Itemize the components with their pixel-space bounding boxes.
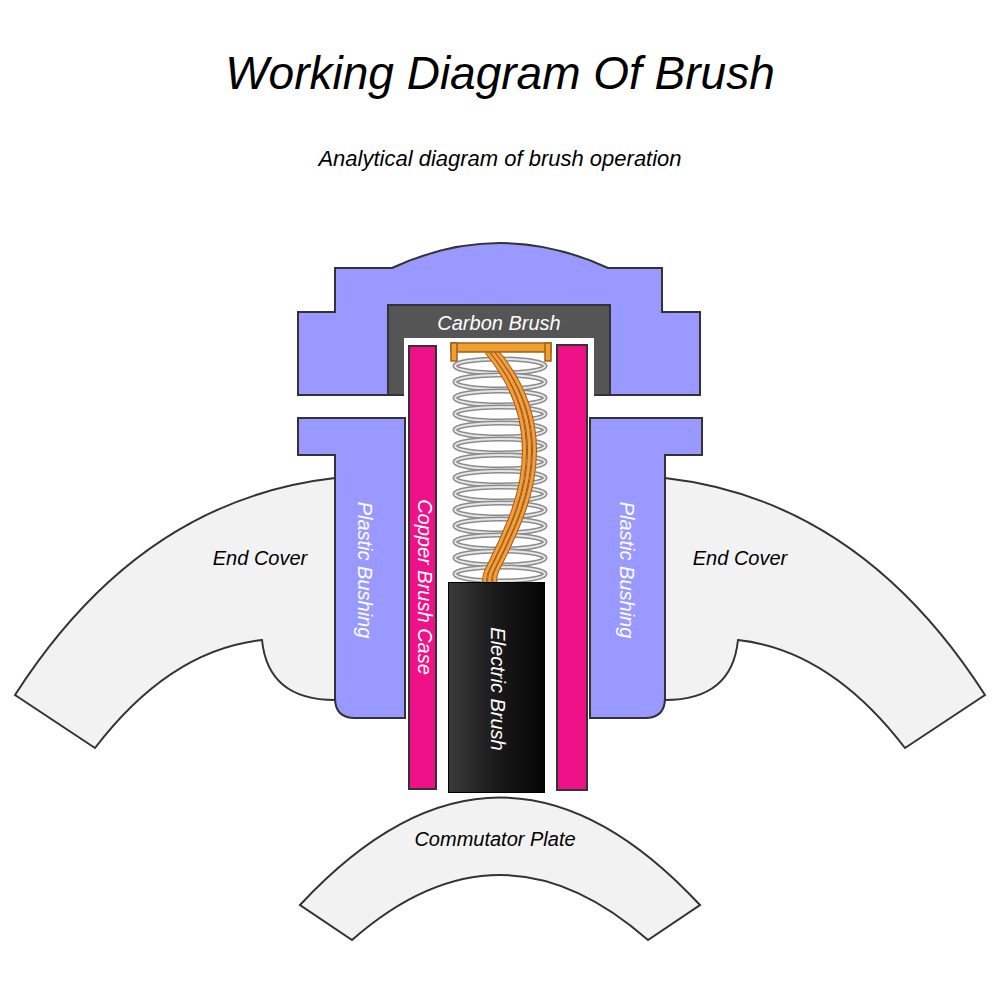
part-label: Plastic Bushing [354, 502, 376, 639]
spring-coil-shine [455, 519, 545, 533]
carbon-brush: Carbon Brush [404, 306, 594, 338]
spring-coil [455, 391, 545, 405]
spring-cap-lip [451, 343, 457, 361]
wire-strand [495, 352, 535, 584]
part-label: End Cover [213, 547, 308, 569]
plastic-bushing: Plastic Bushing [590, 455, 660, 700]
spring-coil [455, 375, 545, 389]
spring-cap [451, 343, 551, 352]
electric-brush: Electric Brush [448, 582, 545, 793]
end-cover-shape [15, 478, 335, 748]
end-cover: End Cover [15, 478, 335, 748]
wire-strand [495, 352, 535, 584]
spring-coil-shine [455, 503, 545, 517]
part-label: Copper Brush Case [414, 499, 436, 675]
spring-coil-shine [455, 391, 545, 405]
copper-case-right [557, 345, 587, 790]
spring-cap-lip [545, 343, 551, 361]
end-cover-outline [15, 478, 335, 748]
braided-wire [485, 352, 535, 584]
commutator-plate-outline [300, 795, 700, 945]
end-cover-outline [665, 478, 985, 748]
diagram-caption: Analytical diagram of brush operation [0, 146, 1000, 172]
end-cover: End Cover [665, 478, 985, 748]
spring-coil [455, 519, 545, 533]
spring-coil-shine [455, 375, 545, 389]
part-label: End Cover [693, 547, 788, 569]
spring-coil [455, 503, 545, 517]
part-label: Plastic Bushing [616, 502, 638, 639]
commutator-plate-shape [300, 798, 700, 941]
end-cover-shape [665, 478, 985, 748]
plastic-bushing: Plastic Bushing [335, 455, 405, 700]
commutator-plate: Commutator Plate [300, 795, 700, 945]
copper-brush-case: Copper Brush Case [408, 345, 437, 790]
part-label: Carbon Brush [437, 312, 560, 334]
part-label: Electric Brush [487, 627, 509, 750]
diagram-title: Working Diagram Of Brush [0, 46, 1000, 100]
part-label: Commutator Plate [414, 828, 575, 850]
